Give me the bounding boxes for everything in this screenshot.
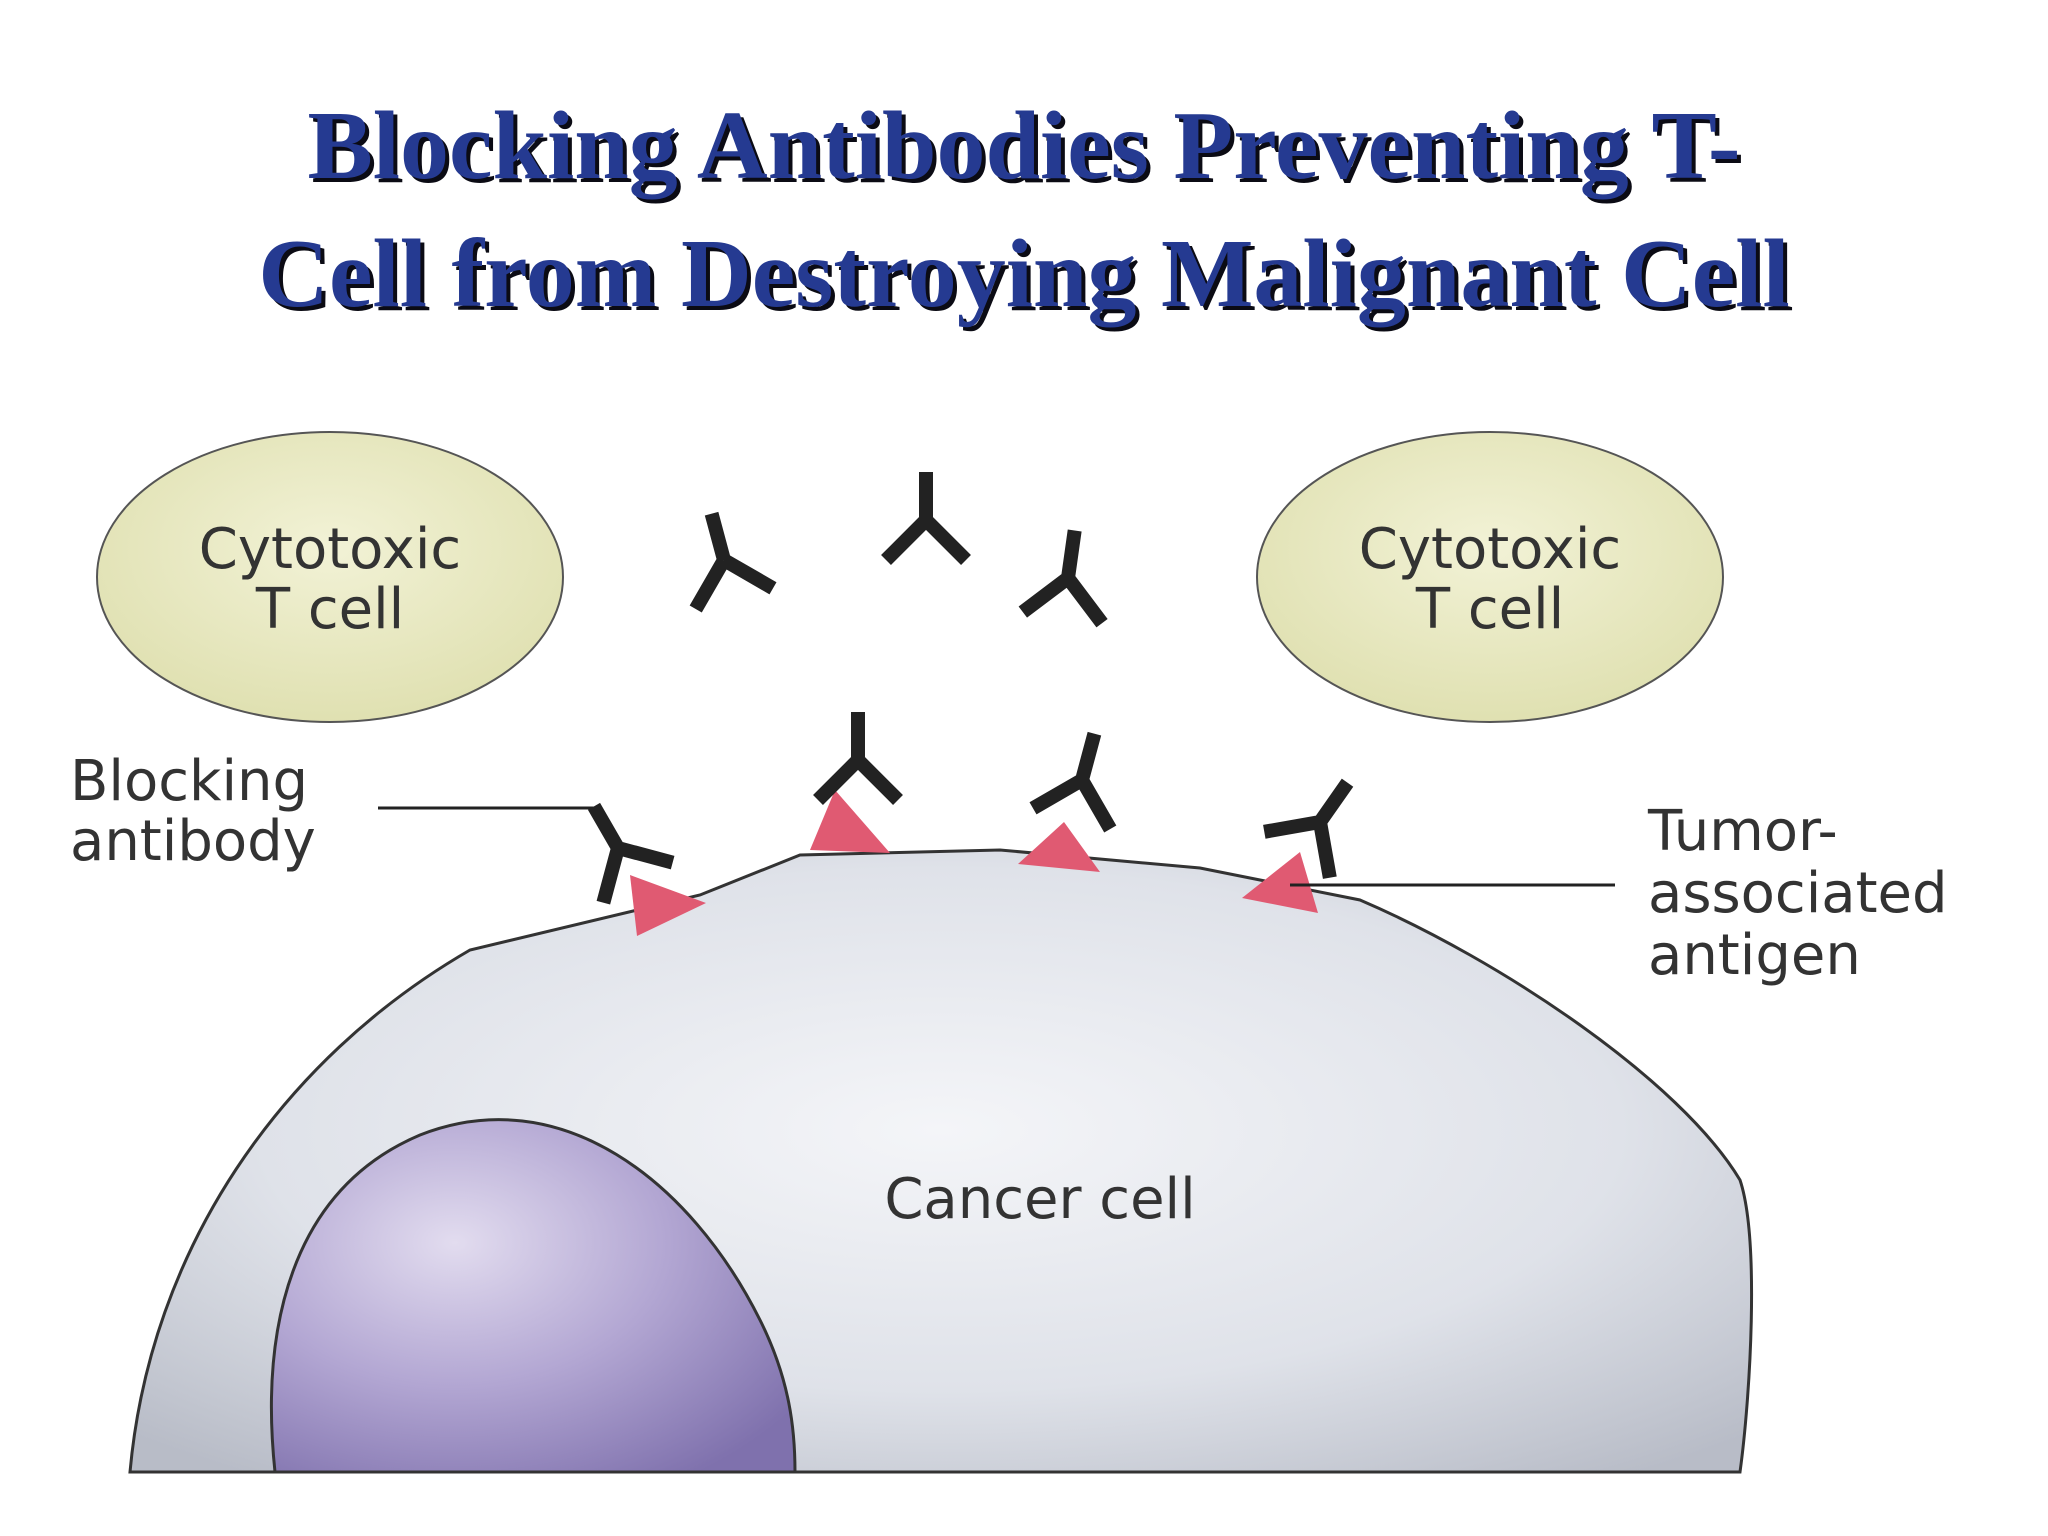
bound-antibody-2 [818, 712, 898, 800]
free-antibody-3 [1023, 525, 1114, 623]
bound-antibody-3 [1033, 723, 1133, 829]
left-t-cell-label-line2: T cell [255, 577, 404, 642]
title-line-1: Blocking Antibodies Preventing T- [307, 92, 1741, 200]
tumor-antigen-callout: Tumor- associated antigen [1290, 799, 1948, 988]
free-antibody-2 [886, 472, 966, 560]
tumor-antigen-2 [810, 790, 890, 853]
title-line-2: Cell from Destroying Malignant Cell [258, 220, 1790, 328]
cancer-cell-label: Cancer cell [884, 1167, 1195, 1232]
left-t-cell-label-line1: Cytotoxic [199, 517, 461, 582]
right-t-cell-label-line2: T cell [1415, 577, 1564, 642]
tumor-antigen-label-line2: associated [1648, 861, 1948, 926]
blocking-antibody-label-line2: antibody [70, 809, 316, 874]
right-cytotoxic-t-cell: Cytotoxic T cell [1256, 431, 1724, 723]
tumor-antigen-label-line1: Tumor- [1647, 799, 1838, 864]
tumor-antigen-1 [630, 875, 706, 936]
tumor-antigen-3 [1018, 822, 1100, 872]
blocking-antibody-label-line1: Blocking [70, 749, 308, 814]
slide-title: Blocking Antibodies Preventing T- Cell f… [60, 82, 1988, 338]
left-cytotoxic-t-cell: Cytotoxic T cell [96, 431, 564, 723]
cancer-cell: Cancer cell [128, 848, 1754, 1474]
right-t-cell-label-line1: Cytotoxic [1359, 517, 1621, 582]
free-antibody-1 [673, 503, 773, 609]
tumor-antigen-label-line3: antigen [1648, 923, 1861, 988]
bound-antibody-4 [1264, 760, 1380, 878]
blocking-antibody-callout: Blocking antibody [70, 749, 600, 874]
tumor-antigen-4 [1242, 852, 1318, 913]
